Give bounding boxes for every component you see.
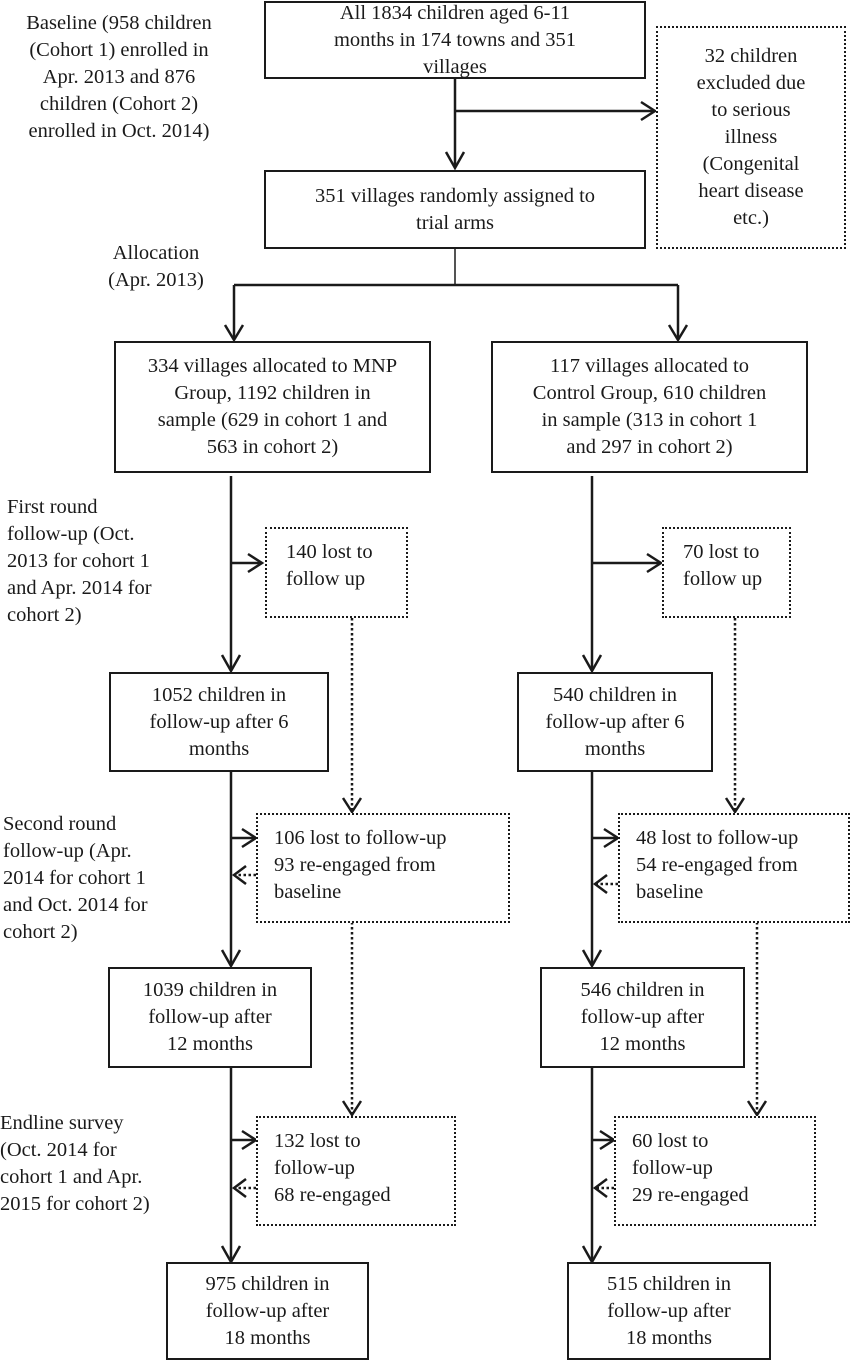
randomized-text: 351 villages randomly assigned to trial …	[314, 184, 596, 234]
stage-label-first-round: First round follow-up (Oct. 2013 for coh…	[7, 494, 207, 629]
all-children-text: All 1834 children aged 6-11 months in 17…	[333, 1, 577, 78]
all-children-box: All 1834 children aged 6-11 months in 17…	[264, 1, 646, 79]
mnp-lost-round1-box: 140 lost to follow up	[265, 527, 408, 618]
mnp-followup-18-box: 975 children in follow-up after 18 month…	[166, 1262, 369, 1360]
mnp-allocated-box: 334 villages allocated to MNP Group, 119…	[114, 341, 431, 473]
mnp-followup-18-text: 975 children in follow-up after 18 month…	[205, 1272, 330, 1349]
mnp-followup-6-text: 1052 children in follow-up after 6 month…	[149, 683, 289, 760]
stage-label-second-round: Second round follow-up (Apr. 2014 for co…	[3, 811, 203, 946]
excluded-box: 32 children excluded due to serious illn…	[656, 26, 846, 249]
control-lost-round2-text: 48 lost to follow-up 54 re-engaged from …	[636, 827, 799, 903]
control-followup-12-text: 546 children in follow-up after 12 month…	[580, 979, 705, 1055]
stage-label-allocation-text: Allocation (Apr. 2013)	[108, 242, 204, 291]
control-followup-6-box: 540 children in follow-up after 6 months	[517, 672, 713, 772]
control-followup-12-box: 546 children in follow-up after 12 month…	[540, 967, 745, 1068]
control-followup-18-text: 515 children in follow-up after 18 month…	[606, 1272, 732, 1349]
mnp-lost-round1-text: 140 lost to follow up	[286, 541, 373, 590]
control-allocated-box: 117 villages allocated to Control Group,…	[491, 341, 808, 473]
mnp-lost-round2-text: 106 lost to follow-up 93 re-engaged from…	[274, 827, 447, 903]
randomized-box: 351 villages randomly assigned to trial …	[264, 170, 646, 249]
stage-label-baseline: Baseline (958 children (Cohort 1) enroll…	[6, 10, 232, 145]
mnp-followup-6-box: 1052 children in follow-up after 6 month…	[109, 672, 329, 772]
control-lost-round1-text: 70 lost to follow up	[683, 541, 763, 590]
mnp-lost-round2-box: 106 lost to follow-up 93 re-engaged from…	[256, 813, 510, 923]
control-followup-6-text: 540 children in follow-up after 6 months	[545, 683, 685, 760]
control-lost-round1-box: 70 lost to follow up	[662, 527, 791, 618]
stage-label-allocation: Allocation (Apr. 2013)	[95, 240, 217, 294]
stage-label-endline-text: Endline survey (Oct. 2014 for cohort 1 a…	[0, 1112, 150, 1215]
control-followup-18-box: 515 children in follow-up after 18 month…	[567, 1262, 771, 1360]
mnp-followup-12-box: 1039 children in follow-up after 12 mont…	[108, 967, 312, 1068]
mnp-lost-endline-text: 132 lost to follow-up 68 re-engaged	[274, 1130, 391, 1206]
control-lost-endline-box: 60 lost to follow-up 29 re-engaged	[614, 1116, 816, 1226]
stage-label-first-round-text: First round follow-up (Oct. 2013 for coh…	[7, 496, 152, 626]
stage-label-baseline-text: Baseline (958 children (Cohort 1) enroll…	[26, 12, 212, 142]
stage-label-second-round-text: Second round follow-up (Apr. 2014 for co…	[3, 813, 148, 943]
stage-label-endline: Endline survey (Oct. 2014 for cohort 1 a…	[0, 1110, 200, 1218]
control-allocated-text: 117 villages allocated to Control Group,…	[532, 355, 767, 458]
control-lost-endline-text: 60 lost to follow-up 29 re-engaged	[632, 1130, 749, 1206]
mnp-allocated-text: 334 villages allocated to MNP Group, 119…	[147, 355, 398, 458]
excluded-text: 32 children excluded due to serious illn…	[696, 45, 806, 229]
control-lost-round2-box: 48 lost to follow-up 54 re-engaged from …	[618, 813, 850, 923]
mnp-lost-endline-box: 132 lost to follow-up 68 re-engaged	[256, 1116, 456, 1226]
mnp-followup-12-text: 1039 children in follow-up after 12 mont…	[142, 979, 278, 1055]
